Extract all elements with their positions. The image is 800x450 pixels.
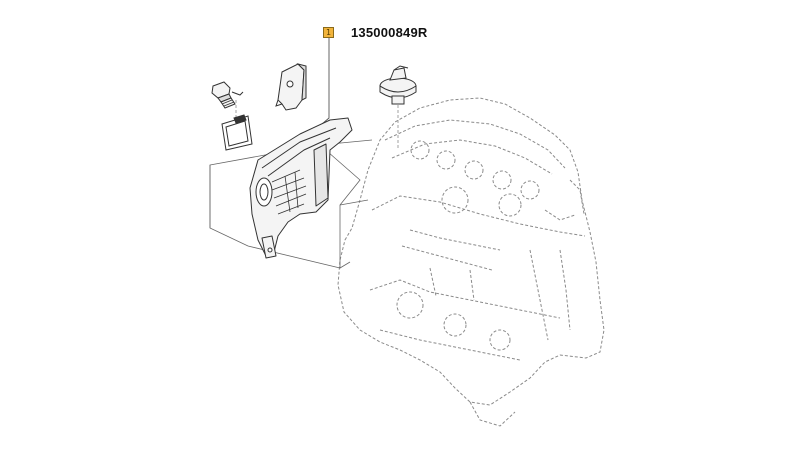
timing-cover xyxy=(249,117,353,259)
part-number-label: 135000849R xyxy=(351,25,428,40)
bolt xyxy=(211,81,244,109)
part-callout: 1 135000849R xyxy=(323,25,427,40)
gasket xyxy=(221,114,253,151)
callout-leader-line xyxy=(321,38,330,125)
oil-filler-cap xyxy=(379,65,417,105)
callout-index-box[interactable]: 1 xyxy=(323,27,334,38)
mounting-bracket xyxy=(275,63,307,111)
engine-block xyxy=(337,97,605,427)
